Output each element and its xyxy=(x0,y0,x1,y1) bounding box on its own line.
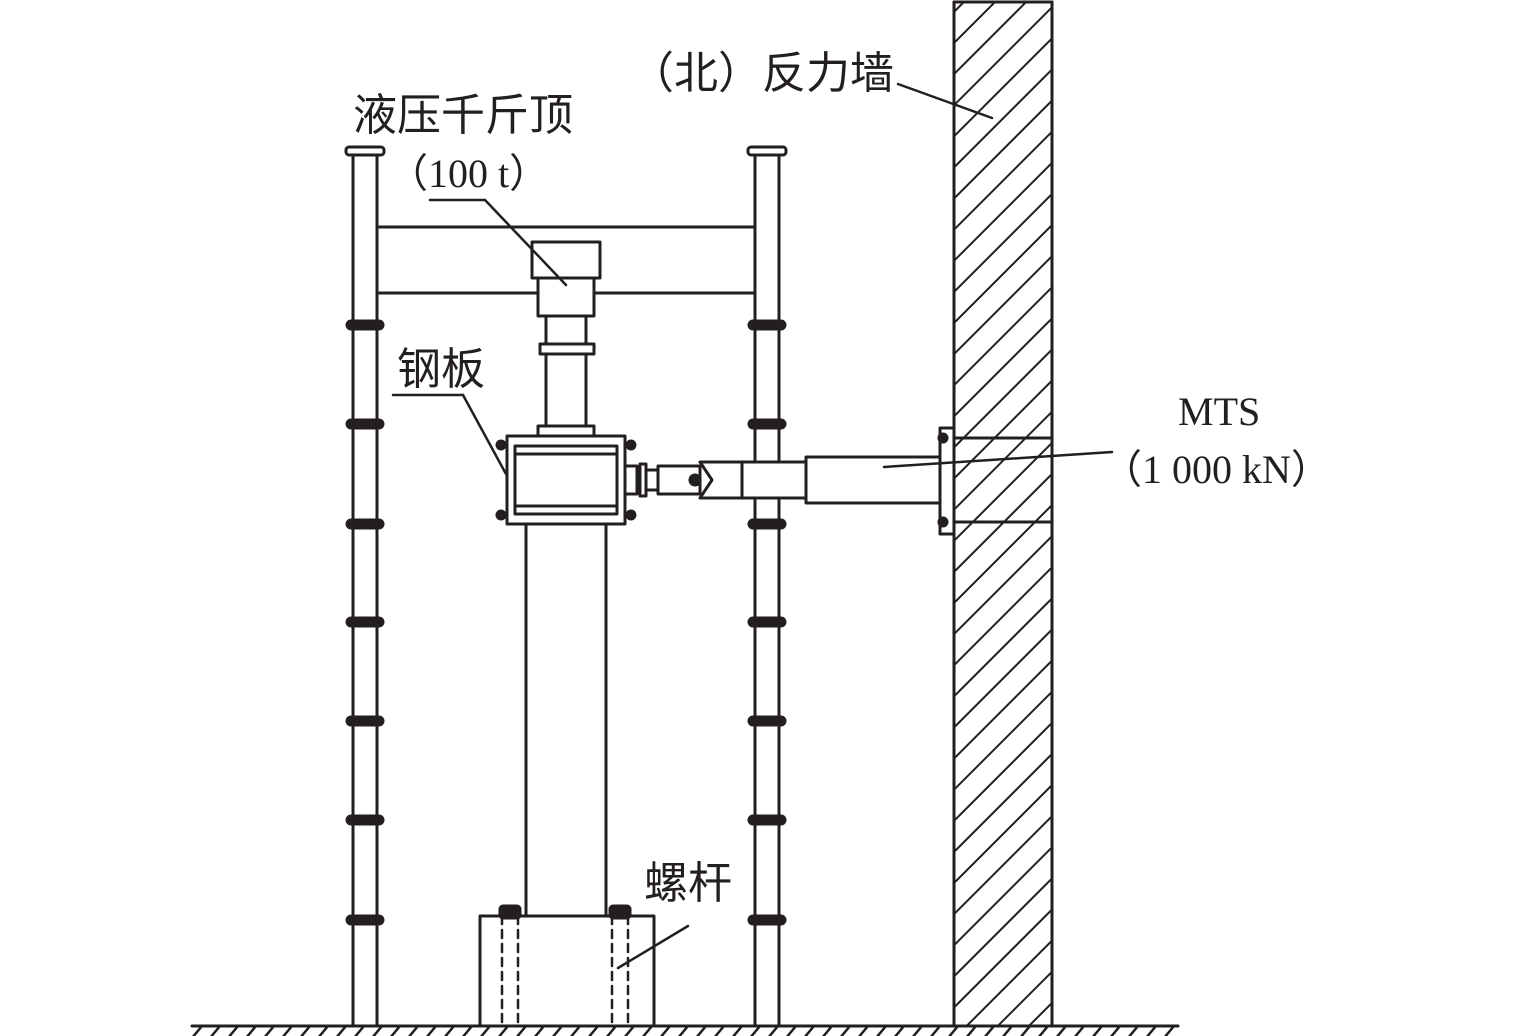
mts-actuator xyxy=(623,426,1054,536)
ground-hatch-tick xyxy=(714,1026,726,1036)
ground-hatch-tick xyxy=(948,1026,960,1036)
ground-hatch-tick xyxy=(786,1026,798,1036)
ground-hatch-tick xyxy=(1074,1026,1086,1036)
column-node xyxy=(345,715,385,727)
reaction-wall xyxy=(952,0,1054,1028)
column-node xyxy=(747,715,787,727)
ground-hatch-tick xyxy=(1146,1026,1158,1036)
ground-hatch-tick xyxy=(804,1026,816,1036)
left-frame-column xyxy=(344,145,386,1028)
ground-hatch-tick xyxy=(534,1026,546,1036)
label-hydraulic-jack: 液压千斤顶 xyxy=(353,90,573,141)
ground-hatch-tick xyxy=(264,1026,276,1036)
column-node xyxy=(747,319,787,331)
column-node xyxy=(345,418,385,430)
column-node xyxy=(747,814,787,826)
ground-hatch-tick xyxy=(462,1026,474,1036)
ground-hatch-tick xyxy=(1056,1026,1068,1036)
ground-hatch-tick xyxy=(1038,1026,1050,1036)
right-frame-column xyxy=(746,145,788,1028)
ground-hatch-tick xyxy=(588,1026,600,1036)
ground-hatch-tick xyxy=(570,1026,582,1036)
ground-hatch-tick xyxy=(1092,1026,1104,1036)
column-node xyxy=(345,914,385,926)
label-jack-capacity: （100 t） xyxy=(388,151,550,196)
ground-hatch-tick xyxy=(1002,1026,1014,1036)
column-node xyxy=(747,616,787,628)
ground-hatch-tick xyxy=(912,1026,924,1036)
column-node xyxy=(345,616,385,628)
column-specimen xyxy=(524,522,608,918)
ground-hatch-tick xyxy=(894,1026,906,1036)
hydraulic-jack xyxy=(530,240,602,438)
ground-hatch-tick xyxy=(444,1026,456,1036)
label-mts-capacity: （1 000 kN） xyxy=(1102,447,1331,492)
ground-hatch-tick xyxy=(552,1026,564,1036)
ground-hatch-tick xyxy=(336,1026,348,1036)
column-node xyxy=(747,914,787,926)
column-node xyxy=(747,418,787,430)
label-anchor-bolt: 螺杆 xyxy=(644,858,732,909)
column-node xyxy=(345,518,385,530)
ground-hatch-tick xyxy=(480,1026,492,1036)
ground-hatch-tick xyxy=(696,1026,708,1036)
column-node xyxy=(747,518,787,530)
ground-hatch-tick xyxy=(606,1026,618,1036)
ground-hatch-tick xyxy=(1182,1026,1192,1036)
ground-hatch-tick xyxy=(228,1026,240,1036)
ground-hatch-tick xyxy=(876,1026,888,1036)
ground-hatch-tick xyxy=(210,1026,222,1036)
ground-hatch-tick xyxy=(966,1026,978,1036)
ground-hatch-tick xyxy=(984,1026,996,1036)
ground-hatch-tick xyxy=(660,1026,672,1036)
ground-hatch-tick xyxy=(624,1026,636,1036)
ground-hatch-tick xyxy=(426,1026,438,1036)
leader-lines xyxy=(391,82,1114,970)
ground-hatch-tick xyxy=(642,1026,654,1036)
column-node xyxy=(345,319,385,331)
steel-plate-box xyxy=(495,434,637,526)
label-steel-plate: 钢板 xyxy=(397,344,485,395)
ground-hatch-tick xyxy=(300,1026,312,1036)
ground-hatch-tick xyxy=(1128,1026,1140,1036)
ground-hatch-tick xyxy=(516,1026,528,1036)
base-block xyxy=(478,904,656,1028)
ground-hatch-tick xyxy=(1110,1026,1122,1036)
ground-hatch-tick xyxy=(1164,1026,1176,1036)
ground-hatch-tick xyxy=(282,1026,294,1036)
ground-hatch-tick xyxy=(1020,1026,1032,1036)
ground-hatch-tick xyxy=(732,1026,744,1036)
ground-hatch-tick xyxy=(408,1026,420,1036)
ground-hatch-tick xyxy=(768,1026,780,1036)
ground-hatch-tick xyxy=(930,1026,942,1036)
ground-hatch-tick xyxy=(678,1026,690,1036)
label-mts: MTS xyxy=(1178,389,1261,434)
label-reaction-wall: （北）反力墙 xyxy=(630,48,894,99)
ground-hatch-tick xyxy=(750,1026,762,1036)
ground-hatch-tick xyxy=(354,1026,366,1036)
ground-hatch-tick xyxy=(372,1026,384,1036)
ground-hatch-tick xyxy=(390,1026,402,1036)
column-node xyxy=(345,814,385,826)
ground-hatch-tick xyxy=(822,1026,834,1036)
ground-hatch-tick xyxy=(318,1026,330,1036)
ground-hatch-tick xyxy=(840,1026,852,1036)
ground-hatch-tick xyxy=(858,1026,870,1036)
ground-hatch-tick xyxy=(498,1026,510,1036)
ground-hatch-tick xyxy=(246,1026,258,1036)
ground-hatch-tick xyxy=(192,1026,204,1036)
